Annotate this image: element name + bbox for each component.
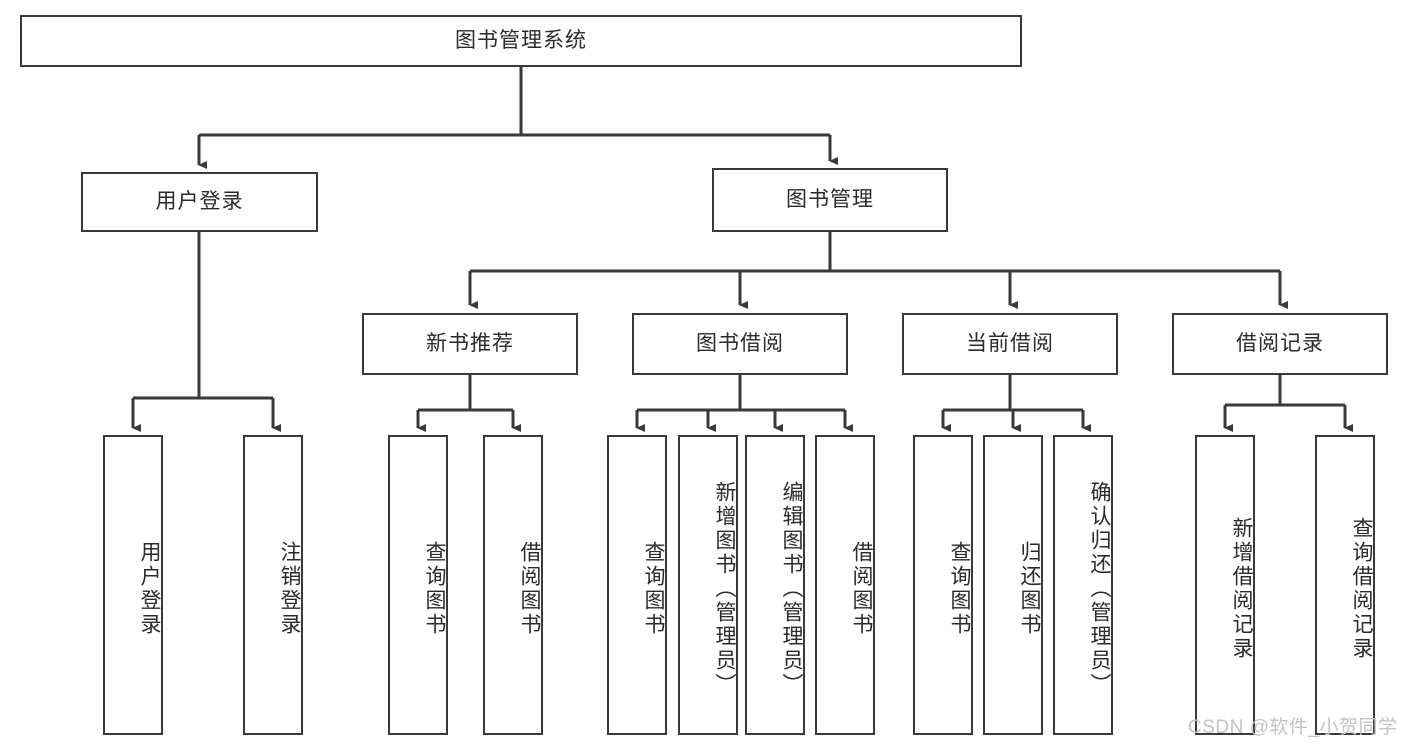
leaf-edit-book[interactable]: 编辑图书（管理员） [745,435,805,735]
leaf-add-book[interactable]: 新增图书（管理员） [678,435,738,735]
leaf-label: 借阅图书 [850,541,873,637]
node-new-book-recommend[interactable]: 新书推荐 [362,313,578,375]
leaf-label: 确认归还（管理员） [1088,481,1111,697]
leaf-label: 新增图书（管理员） [713,481,736,697]
node-root[interactable]: 图书管理系统 [20,15,1022,67]
leaf-label: 用户登录 [138,541,161,637]
leaf-query-book-1[interactable]: 查询图书 [388,435,448,735]
leaf-borrow-book-1[interactable]: 借阅图书 [483,435,543,735]
leaf-label: 查询图书 [948,541,971,637]
leaf-label: 查询图书 [423,541,446,637]
node-user-login[interactable]: 用户登录 [81,172,318,232]
leaf-borrow-book-2[interactable]: 借阅图书 [815,435,875,735]
leaf-query-book-3[interactable]: 查询图书 [913,435,973,735]
leaf-label: 归还图书 [1018,541,1041,637]
leaf-add-borrow-record[interactable]: 新增借阅记录 [1195,435,1255,735]
node-current-borrow[interactable]: 当前借阅 [902,313,1118,375]
leaf-query-borrow-record[interactable]: 查询借阅记录 [1315,435,1375,735]
leaf-user-login[interactable]: 用户登录 [103,435,163,735]
leaf-label: 编辑图书（管理员） [780,481,803,697]
leaf-confirm-return[interactable]: 确认归还（管理员） [1053,435,1113,735]
leaf-logout-login[interactable]: 注销登录 [243,435,303,735]
leaf-label: 新增借阅记录 [1230,517,1253,661]
node-book-borrow[interactable]: 图书借阅 [632,313,848,375]
csdn-watermark: CSDN @软件_小贺同学 [1188,717,1398,738]
leaf-return-book[interactable]: 归还图书 [983,435,1043,735]
leaf-label: 注销登录 [278,541,301,637]
leaf-label: 借阅图书 [518,541,541,637]
node-borrow-record[interactable]: 借阅记录 [1172,313,1388,375]
leaf-query-book-2[interactable]: 查询图书 [607,435,667,735]
node-book-management[interactable]: 图书管理 [712,168,948,232]
leaf-label: 查询借阅记录 [1350,517,1373,661]
leaf-label: 查询图书 [642,541,665,637]
